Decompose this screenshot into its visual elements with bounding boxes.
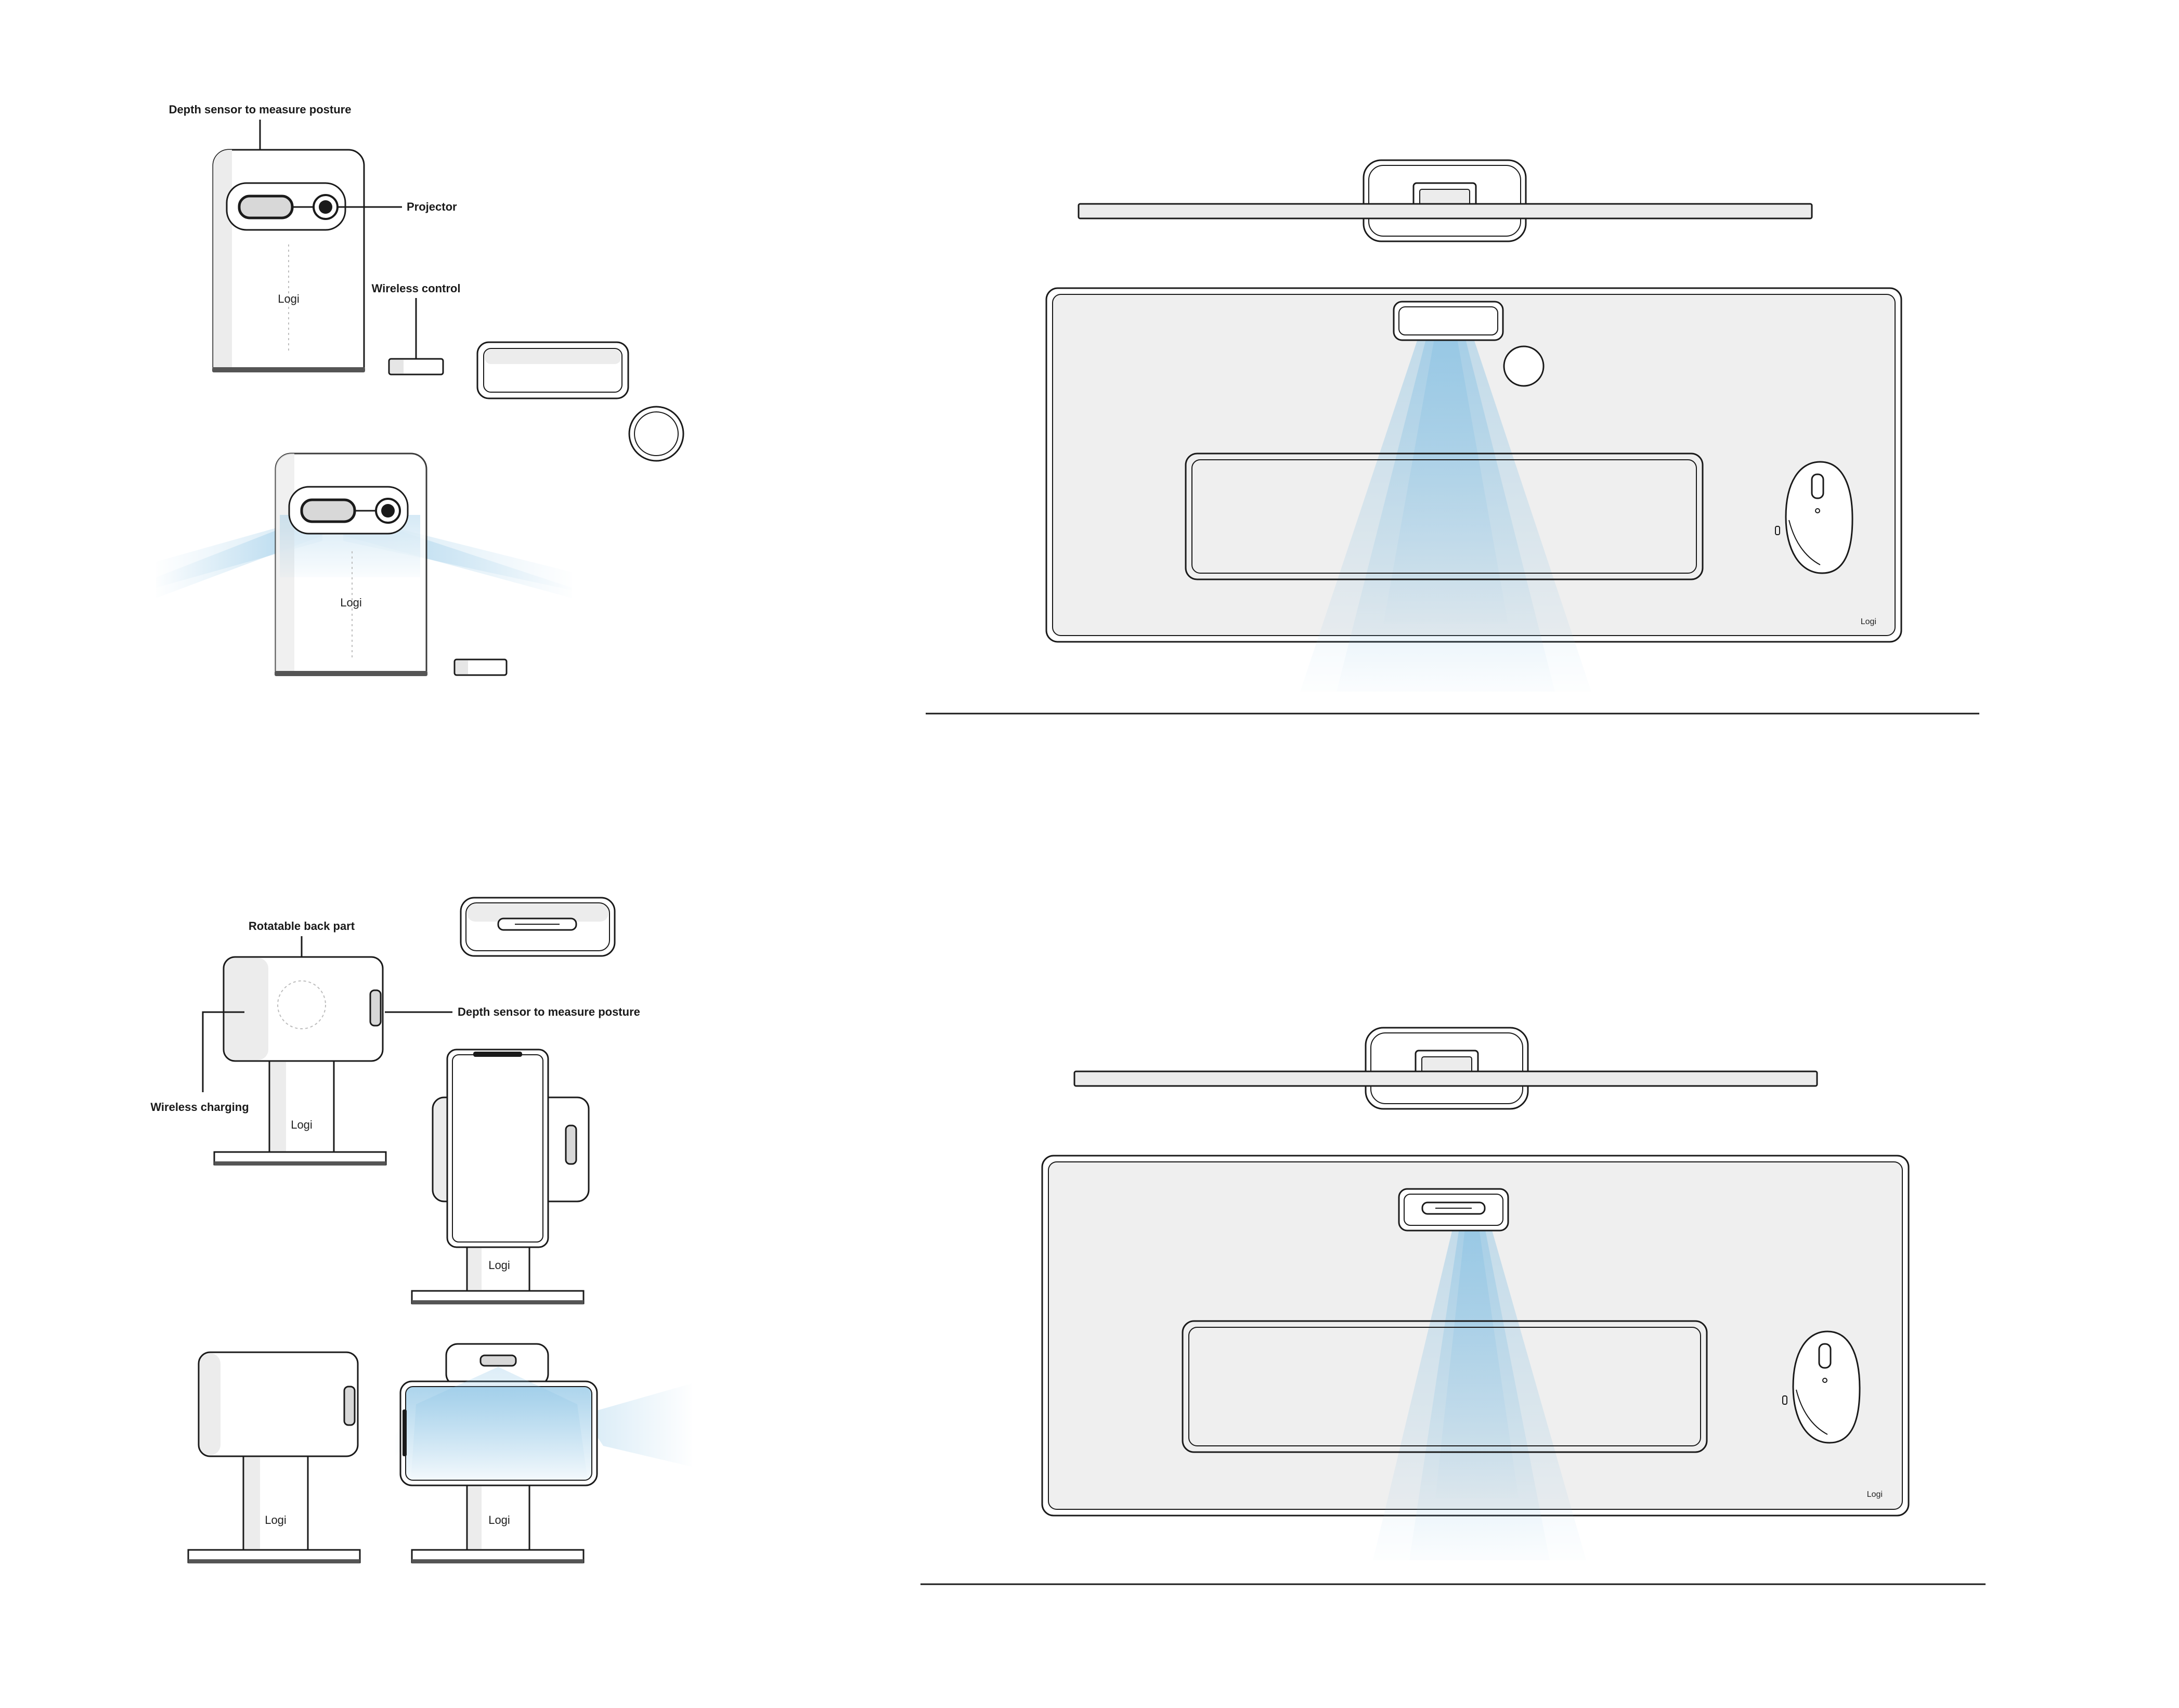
phone-stand-side: Logi (187, 1351, 361, 1563)
phone-stand-portrait: Logi (411, 1049, 590, 1304)
projector-device-top-view (476, 341, 684, 462)
stand-brand-logo: Logi (488, 1259, 510, 1272)
mat-brand-logo: Logi (1867, 1490, 1883, 1499)
projector-device-projecting: Logi (156, 452, 572, 676)
wireless-charging-label: Wireless charging (150, 1101, 249, 1114)
stand-brand-logo: Logi (265, 1513, 287, 1526)
projector-device-front: Logi (212, 149, 365, 372)
mouse-icon (1782, 1330, 1861, 1444)
depth-sensor-label-b: Depth sensor to measure posture (458, 1005, 640, 1018)
device-brand-logo: Logi (340, 596, 362, 609)
panel-b-phone-stand: Rotatable back part Logi Depth sensor to… (150, 897, 692, 1563)
mouse-icon (1775, 461, 1853, 574)
desk-setup-bottom: Logi (920, 1027, 1986, 1585)
desk-setup-top: Logi (926, 159, 1979, 715)
panel-a-projector-device: Depth sensor to measure posture Logi Pro… (156, 103, 684, 676)
projector-lens-icon (313, 194, 339, 220)
stand-brand-logo: Logi (291, 1118, 313, 1131)
wireless-control-label: Wireless control (372, 282, 461, 295)
stand-brand-logo: Logi (488, 1513, 510, 1526)
phone-stand-rear: Logi (213, 956, 387, 1166)
depth-sensor-label: Depth sensor to measure posture (169, 103, 352, 116)
wireless-control-icon (388, 358, 444, 376)
phone-stand-top-view (460, 897, 616, 957)
device-brand-logo: Logi (278, 292, 300, 305)
rotatable-back-label: Rotatable back part (249, 920, 355, 933)
projector-label: Projector (407, 200, 457, 213)
mat-brand-logo: Logi (1861, 617, 1876, 626)
phone-stand-landscape-projecting: Logi (395, 1343, 692, 1563)
